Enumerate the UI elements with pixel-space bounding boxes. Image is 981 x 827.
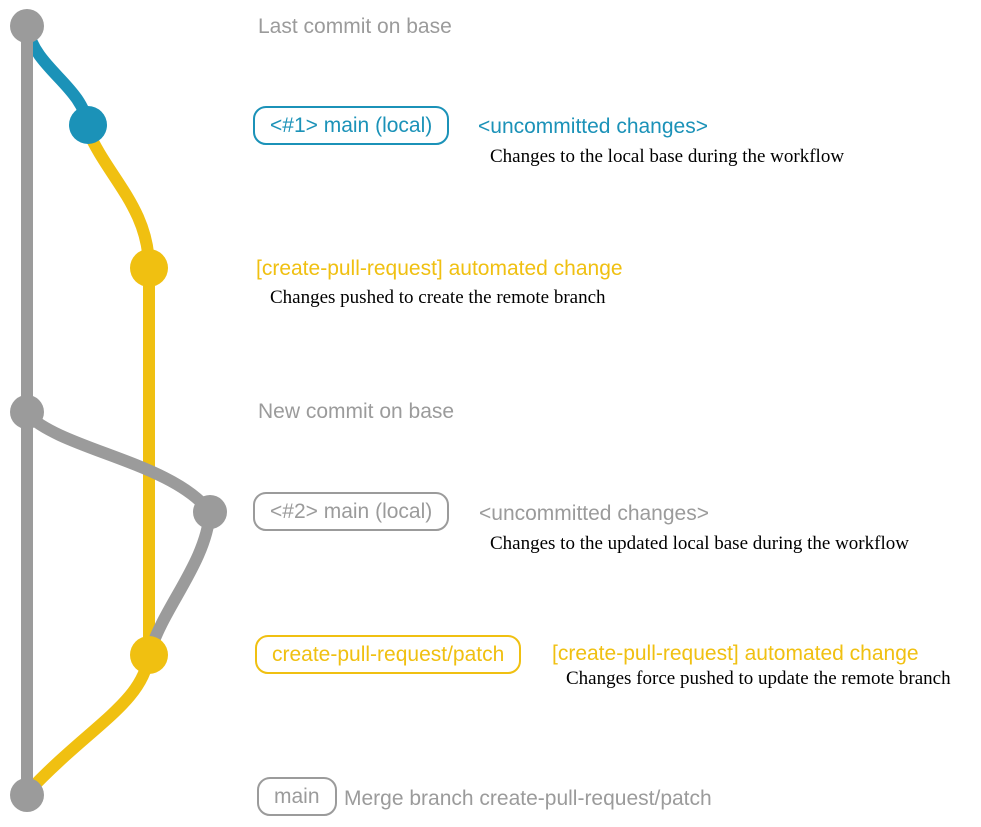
uncommitted-detail-2: Changes to the updated local base during… — [490, 533, 909, 554]
edge-merge-into-base — [22, 649, 155, 798]
commit-node-automated-1 — [130, 249, 168, 287]
branch-badge-main-local-1: <#1> main (local) — [253, 106, 450, 145]
automated-change-title-2: [create-pull-request] automated change — [552, 642, 919, 665]
branch-badge-create-pull-request-patch: create-pull-request/patch — [255, 635, 522, 674]
commit-node-last-base — [10, 9, 44, 43]
branch-badge-main: main — [257, 777, 337, 816]
edge-create-pull-request-branch — [81, 123, 155, 661]
commit-node-uncommitted-1 — [69, 106, 107, 144]
uncommitted-changes-label-1: <uncommitted changes> — [478, 115, 708, 138]
last-commit-label: Last commit on base — [258, 15, 452, 38]
commit-graph — [10, 9, 227, 812]
branch-badge-main-local-2: <#2> main (local) — [253, 492, 450, 531]
edge-local-uncommitted-2-out — [21, 408, 216, 518]
automated-change-detail-1: Changes pushed to create the remote bran… — [270, 287, 606, 308]
uncommitted-detail-1: Changes to the local base during the wor… — [490, 146, 845, 167]
merge-commit-message: Merge branch create-pull-request/patch — [344, 787, 712, 810]
commit-node-new-base — [10, 395, 44, 429]
commit-node-uncommitted-2 — [193, 495, 227, 529]
commit-node-automated-2 — [130, 636, 168, 674]
commit-node-merge — [10, 778, 44, 812]
automated-change-detail-2: Changes force pushed to update the remot… — [566, 668, 951, 689]
uncommitted-changes-label-2: <uncommitted changes> — [479, 502, 709, 525]
automated-change-title-1: [create-pull-request] automated change — [256, 257, 623, 280]
new-commit-label: New commit on base — [258, 400, 455, 423]
edge-local-uncommitted-2-in — [144, 506, 216, 658]
